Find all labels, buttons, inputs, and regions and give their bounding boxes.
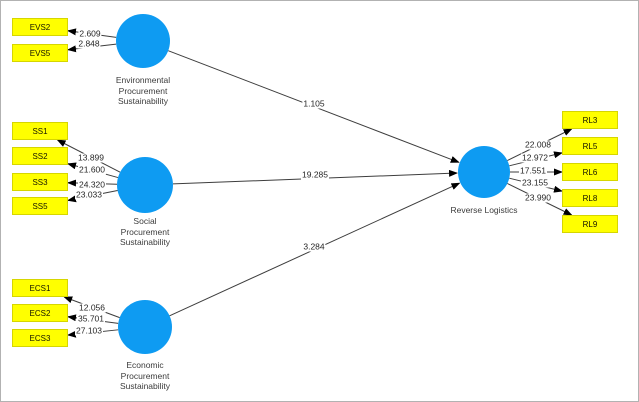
path-value-environmental-to-reverse_logistics: 1.105 bbox=[302, 98, 326, 109]
indicator-name: ECS3 bbox=[29, 333, 51, 343]
indicator-box-RL5: RL5 bbox=[562, 137, 618, 155]
outer-loading-value-ECS2: 35.701 bbox=[77, 313, 105, 324]
indicator-box-RL8: RL8 bbox=[562, 189, 618, 207]
construct-circle-reverse_logistics bbox=[458, 146, 510, 198]
indicator-name: SS1 bbox=[32, 126, 48, 136]
indicator-box-ECS2: ECS2 bbox=[12, 304, 68, 322]
outer-loading-value-SS2: 21.600 bbox=[78, 164, 106, 175]
construct-circle-social bbox=[117, 157, 173, 213]
indicator-name: RL5 bbox=[582, 141, 598, 151]
outer-loading-value-RL6: 17.551 bbox=[519, 165, 547, 176]
construct-label-line: Procurement bbox=[120, 370, 170, 381]
path-value-economic-to-reverse_logistics: 3.284 bbox=[302, 241, 326, 252]
indicator-box-RL9: RL9 bbox=[562, 215, 618, 233]
outer-loading-value-SS5: 23.033 bbox=[75, 189, 103, 200]
construct-label-line: Sustainability bbox=[119, 381, 171, 391]
construct-label-line: Procurement bbox=[120, 226, 170, 237]
outer-loading-value-RL8: 23.155 bbox=[521, 177, 549, 188]
construct-circle-environmental bbox=[116, 14, 170, 68]
indicator-name: ECS1 bbox=[29, 283, 51, 293]
indicator-box-SS2: SS2 bbox=[12, 147, 68, 165]
indicator-name: RL8 bbox=[582, 193, 598, 203]
indicator-box-EVS2: EVS2 bbox=[12, 18, 68, 36]
outer-loading-value-SS3: 24.320 bbox=[78, 179, 106, 190]
indicator-name: EVS2 bbox=[29, 22, 51, 32]
indicator-box-RL6: RL6 bbox=[562, 163, 618, 181]
indicator-box-RL3: RL3 bbox=[562, 111, 618, 129]
outer-loading-value-RL3: 22.008 bbox=[524, 139, 552, 150]
indicator-box-SS5: SS5 bbox=[12, 197, 68, 215]
construct-label-line: Procurement bbox=[118, 85, 168, 96]
indicator-name: RL3 bbox=[582, 115, 598, 125]
indicator-box-SS1: SS1 bbox=[12, 122, 68, 140]
construct-circle-economic bbox=[118, 300, 172, 354]
outer-loading-value-ECS1: 12.056 bbox=[78, 302, 106, 313]
indicator-box-SS3: SS3 bbox=[12, 173, 68, 191]
indicator-name: ECS2 bbox=[29, 308, 51, 318]
construct-label-line: Environmental bbox=[115, 75, 171, 85]
indicator-name: RL6 bbox=[582, 167, 598, 177]
construct-label-line: Sustainability bbox=[117, 96, 169, 106]
indicator-name: RL9 bbox=[582, 219, 598, 229]
indicator-box-ECS3: ECS3 bbox=[12, 329, 68, 347]
indicator-box-EVS5: EVS5 bbox=[12, 44, 68, 62]
outer-loading-value-ECS3: 27.103 bbox=[75, 325, 103, 336]
indicator-name: SS3 bbox=[32, 177, 48, 187]
construct-label-line: Social bbox=[133, 216, 157, 226]
indicator-name: EVS5 bbox=[29, 48, 51, 58]
outer-loading-value-EVS5: 2.848 bbox=[77, 38, 101, 49]
construct-label-reverse_logistics: Reverse Logistics bbox=[450, 205, 517, 216]
construct-label-line: Reverse Logistics bbox=[450, 205, 518, 215]
outer-loading-value-RL9: 23.990 bbox=[524, 192, 552, 203]
outer-loading-value-RL5: 12.972 bbox=[521, 152, 549, 163]
indicator-name: SS5 bbox=[32, 201, 48, 211]
construct-label-line: Sustainability bbox=[119, 237, 171, 247]
outer-loading-value-SS1: 13.899 bbox=[77, 152, 105, 163]
indicator-name: SS2 bbox=[32, 151, 48, 161]
outer-loading-value-EVS2: 2.609 bbox=[78, 28, 102, 39]
construct-label-line: Economic bbox=[126, 360, 164, 370]
indicator-box-ECS1: ECS1 bbox=[12, 279, 68, 297]
path-value-social-to-reverse_logistics: 19.285 bbox=[301, 169, 329, 180]
